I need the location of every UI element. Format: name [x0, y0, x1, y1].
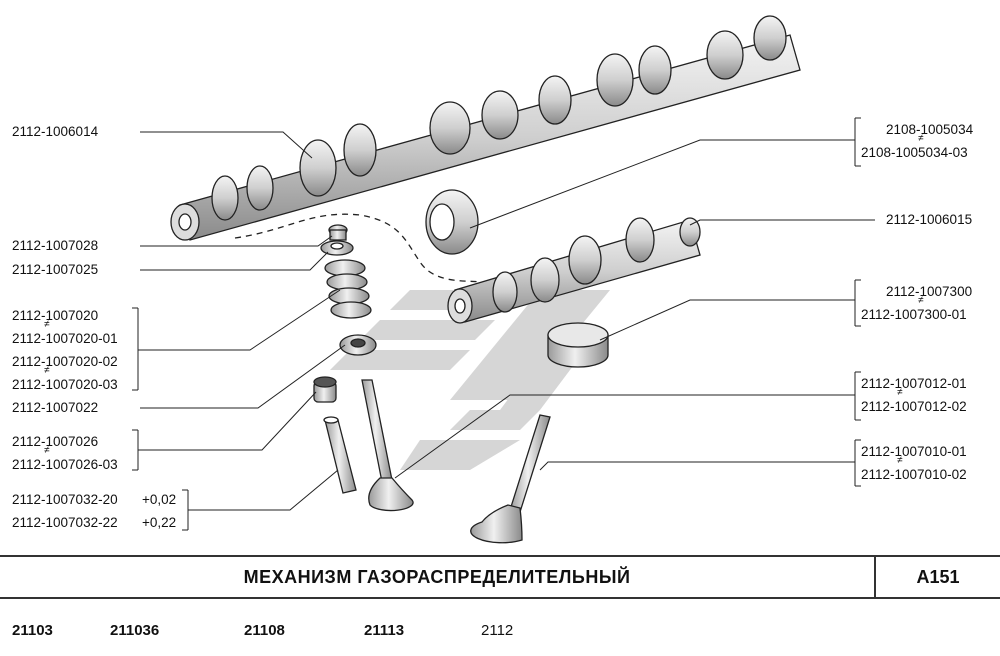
valve-spring	[324, 259, 372, 319]
hydraulic-tappet	[547, 322, 609, 368]
page-title: МЕХАНИЗМ ГАЗОРАСПРЕДЕЛИТЕЛЬНЫЙ	[243, 567, 631, 587]
valve-guide	[323, 416, 357, 494]
page-code: А151	[916, 567, 960, 587]
not-equal-icon: ≠	[918, 295, 924, 306]
label-spring-a: 2112-1007020	[12, 308, 99, 323]
label-spring-b: 2112-1007020-01	[12, 331, 118, 346]
label-valve-intake-a: 2112-1007010-01	[861, 444, 967, 459]
not-equal-icon: ≠	[918, 133, 924, 144]
label-valve-seal-b: 2112-1007026-03	[12, 457, 118, 472]
label-spring-washer: 2112-1007022	[12, 400, 99, 415]
intake-valve	[470, 414, 551, 544]
not-equal-icon: ≠	[44, 319, 50, 330]
label-guide-b: 2112-1007032-22	[12, 515, 118, 530]
valve-stem-seal	[313, 376, 337, 403]
label-seal-a: 2108-1005034	[886, 122, 974, 137]
label-tappet-a: 2112-1007300	[886, 284, 973, 299]
label-valve-seal-a: 2112-1007026	[12, 434, 99, 449]
label-retainer: 2112-1007025	[12, 262, 99, 277]
camshaft-intake	[170, 15, 801, 241]
label-guide-a-tolerance: +0,02	[142, 492, 177, 507]
label-tappet-b: 2112-1007300-01	[861, 307, 967, 322]
label-camshaft-intake: 2112-1006014	[12, 124, 99, 139]
spring-washer	[339, 334, 377, 356]
label-valve-exhaust-a: 2112-1007012-01	[861, 376, 967, 391]
oil-seal	[425, 189, 479, 255]
model-21103: 21103	[12, 622, 53, 639]
label-valve-exhaust-b: 2112-1007012-02	[861, 399, 967, 414]
model-21113: 21113	[364, 622, 405, 639]
exploded-diagram	[132, 15, 875, 544]
valve-cotters	[328, 224, 348, 241]
assembly-path	[234, 213, 481, 283]
label-guide-a: 2112-1007032-20	[12, 492, 118, 507]
label-camshaft-exhaust: 2112-1006015	[886, 212, 973, 227]
title-bar: МЕХАНИЗМ ГАЗОРАСПРЕДЕЛИТЕЛЬНЫЙ А151	[0, 555, 1000, 599]
spring-retainer	[320, 240, 354, 256]
model-211036: 211036	[110, 622, 160, 639]
leader-lines	[132, 117, 875, 531]
not-equal-icon: ≠	[897, 455, 903, 466]
logo-watermark	[330, 290, 610, 470]
label-spring-d: 2112-1007020-03	[12, 377, 118, 392]
label-cotter: 2112-1007028	[12, 238, 99, 253]
not-equal-icon: ≠	[44, 445, 50, 456]
model-2112: 2112	[481, 622, 514, 639]
label-seal-b: 2108-1005034-03	[861, 145, 968, 160]
exhaust-valve	[361, 379, 414, 512]
not-equal-icon: ≠	[897, 387, 903, 398]
not-equal-icon: ≠	[44, 365, 50, 376]
label-valve-intake-b: 2112-1007010-02	[861, 467, 967, 482]
label-guide-b-tolerance: +0,22	[142, 515, 177, 530]
model-21108: 21108	[244, 622, 285, 639]
title-divider	[874, 557, 876, 597]
camshaft-exhaust	[447, 217, 701, 324]
label-spring-c: 2112-1007020-02	[12, 354, 118, 369]
